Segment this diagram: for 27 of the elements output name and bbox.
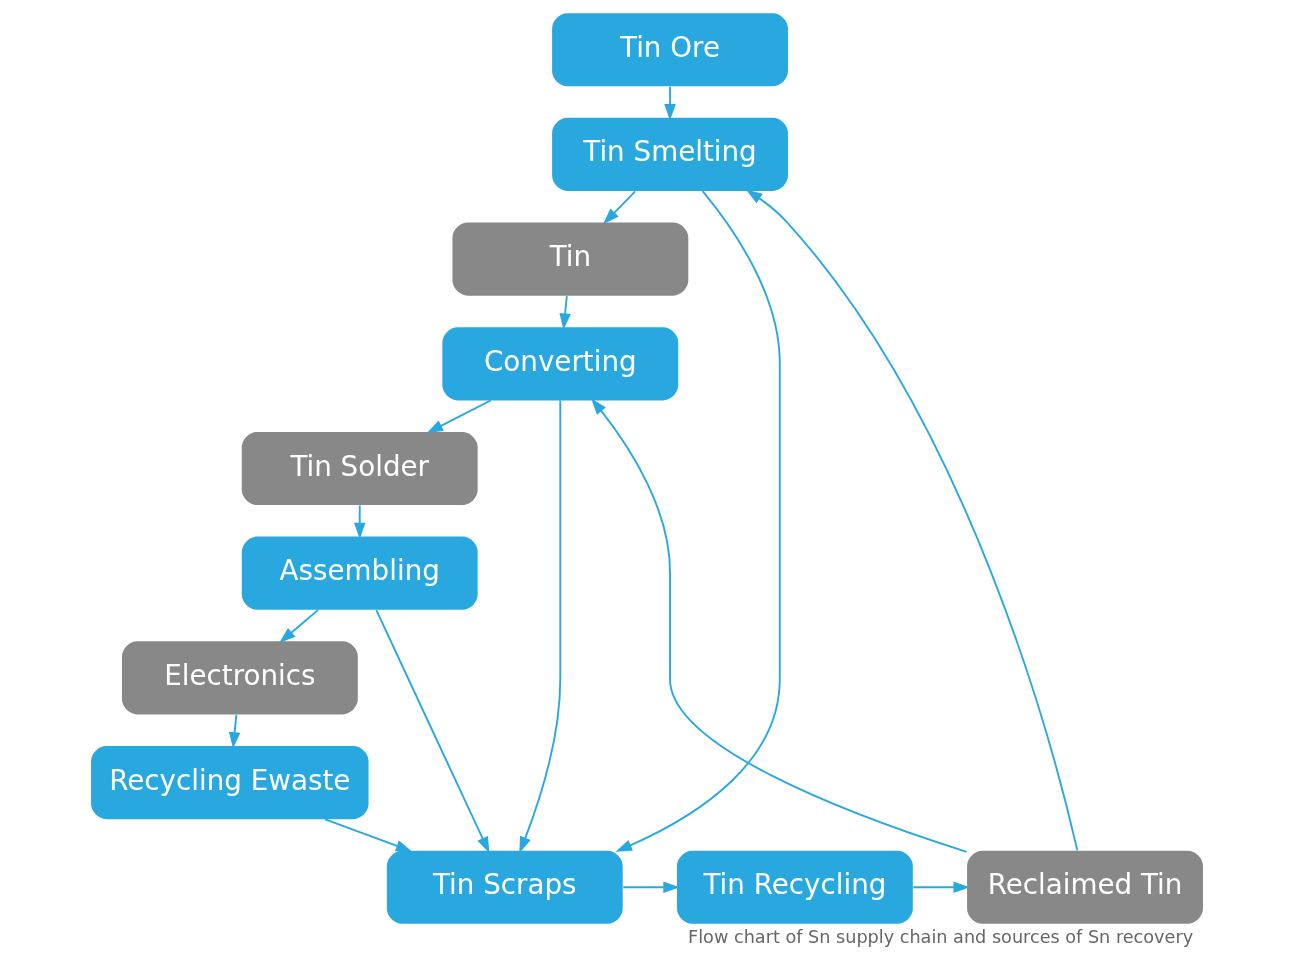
arrow <box>278 608 319 644</box>
arrow <box>353 504 365 540</box>
arrow <box>745 189 1078 852</box>
node-box: Assembling <box>241 536 478 610</box>
node-box: Tin <box>451 222 688 296</box>
arrow <box>228 713 240 749</box>
node-box: Tin Scraps <box>386 850 623 924</box>
arrow <box>558 295 571 330</box>
arrow <box>590 398 968 853</box>
arrow <box>911 881 970 894</box>
node-box: Recycling Ewaste <box>90 746 369 820</box>
arrow <box>663 85 676 121</box>
node-box: Reclaimed Tin <box>966 850 1203 924</box>
node-box: Tin Smelting <box>551 117 788 191</box>
node-box: Tin Recycling <box>676 850 913 924</box>
node-box: Tin Ore <box>551 13 788 87</box>
arrow <box>426 399 492 434</box>
arrow <box>323 818 412 852</box>
node-box: Tin Solder <box>241 431 478 506</box>
caption: Flow chart of Sn supply chain and sources of Sn recovery <box>687 927 1193 948</box>
arrow <box>374 609 490 854</box>
arrow <box>602 190 636 225</box>
arrow <box>621 881 680 894</box>
node-box: Converting <box>441 327 678 401</box>
arrow <box>518 399 561 854</box>
arrow <box>615 190 781 852</box>
node-box: Electronics <box>121 641 358 715</box>
